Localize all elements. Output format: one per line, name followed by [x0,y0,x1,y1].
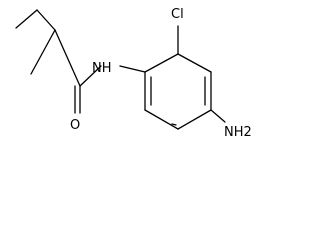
bond-alpha-methyl [30,29,56,75]
bond-nitrogen-ring [119,65,146,73]
bond-terminal-methyl [15,9,38,29]
structure-canvas: NH O Cl NH2 [15,7,252,140]
ring-inner-bond-3 [171,123,177,126]
carbonyl-oxygen-label: O [70,118,80,133]
bond-alpha-carbonyl [54,29,81,87]
ring-bond-2 [177,53,212,73]
structure-diagram: NH O Cl NH2 [15,7,252,140]
ring-bond-4 [177,109,212,130]
bond-ring-amine [210,109,226,123]
chlorine-label: Cl [171,7,184,22]
amide-nitrogen-label: NH [92,61,112,76]
bond-carbonyl-nitrogen [79,65,102,87]
amine-label: NH2 [224,125,252,140]
ring-bond-5 [144,109,179,130]
bond-ethyl [36,9,56,31]
ring-bond-1 [144,53,179,73]
